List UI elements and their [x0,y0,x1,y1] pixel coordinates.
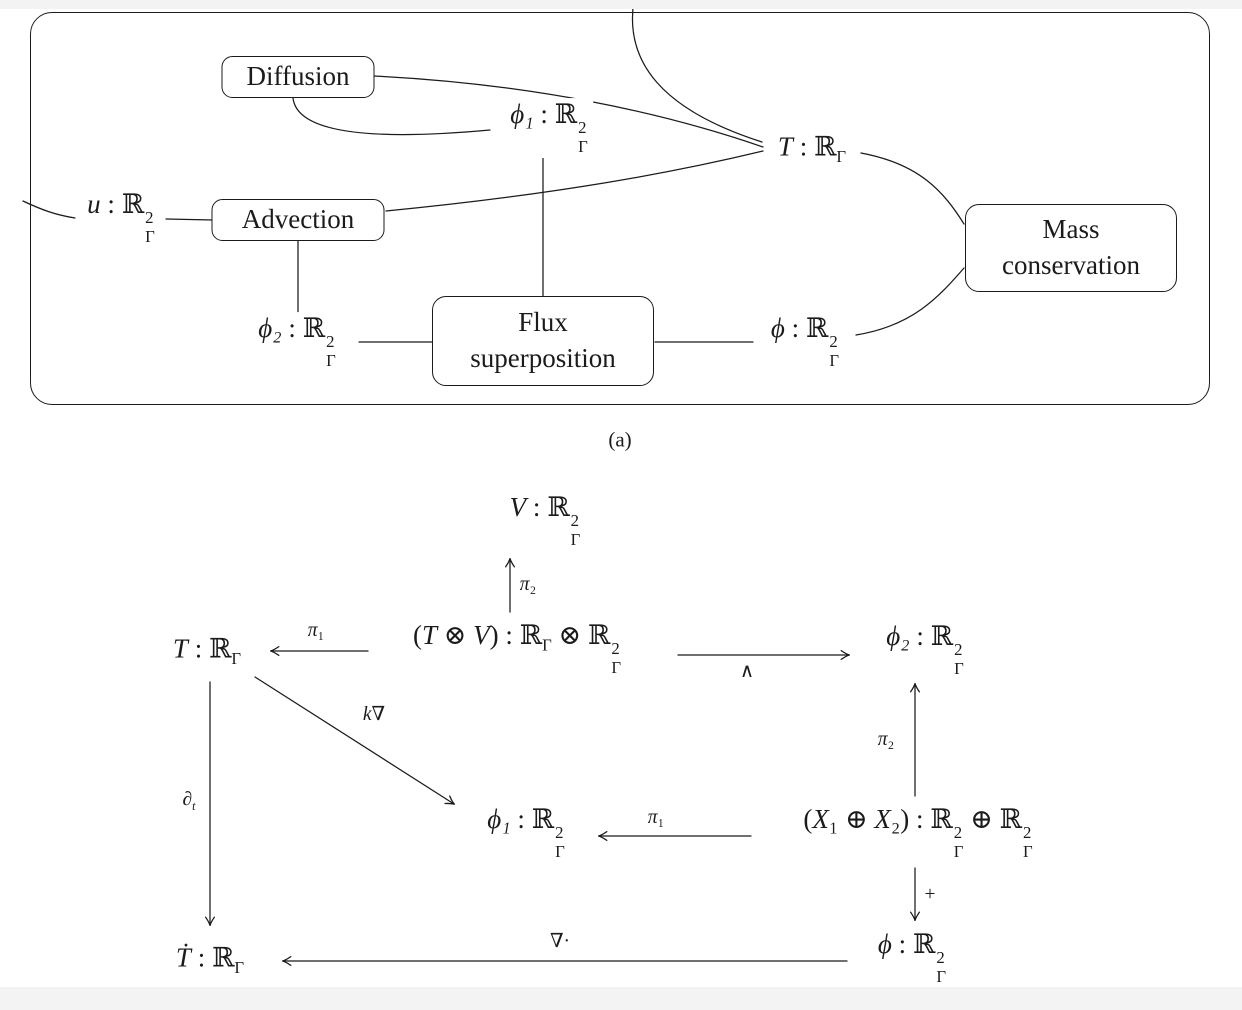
box-mass-conservation: Mass conservation [965,204,1177,292]
box-mass-line1: Mass [1042,214,1100,245]
wire-diffusion-to-phi1 [292,97,491,136]
arrow-k-grad [254,676,456,806]
box-advection: Advection [211,199,385,241]
arrow-label-plus: + [922,884,938,906]
arrow-label-pi1-left: π₁ [305,620,327,642]
box-flux-line2: superposition [470,343,616,373]
arrow-label-k-grad: k∇ [360,702,388,726]
arrow-label-pi1-mid: π₁ [645,807,667,829]
arrow-label-wedge: ∧ [737,659,757,683]
box-mass-line2: conservation [1002,250,1140,280]
arrow-label-divergence: ∇· [547,929,573,953]
arrow-label-pi2-top: π₂ [517,574,539,596]
wire-border-to-u [22,200,76,219]
top-strip [0,0,1242,9]
node-T-dot: Ṫ : ℝΓ [170,941,250,976]
wire-u-to-advection [165,218,214,221]
box-diffusion: Diffusion [221,56,375,98]
arrow-label-partial-t: ∂t [180,789,198,813]
bottom-strip [0,987,1242,1010]
box-flux-superposition: Flux superposition [432,296,654,386]
caption-a: (a) [608,427,632,452]
wire-T-to-mass [860,152,965,225]
node-T-a: T : ℝΓ [772,130,852,165]
box-diffusion-label: Diffusion [246,61,350,92]
wire-top-to-T [631,0,763,143]
arrow-label-pi2-right: π₂ [875,729,897,751]
wire-advection-to-T [385,150,764,212]
wire-phi-to-mass [855,267,965,336]
box-flux-line1: Flux [518,307,568,338]
box-advection-label: Advection [241,204,355,235]
node-T-b: T : ℝΓ [167,632,247,667]
